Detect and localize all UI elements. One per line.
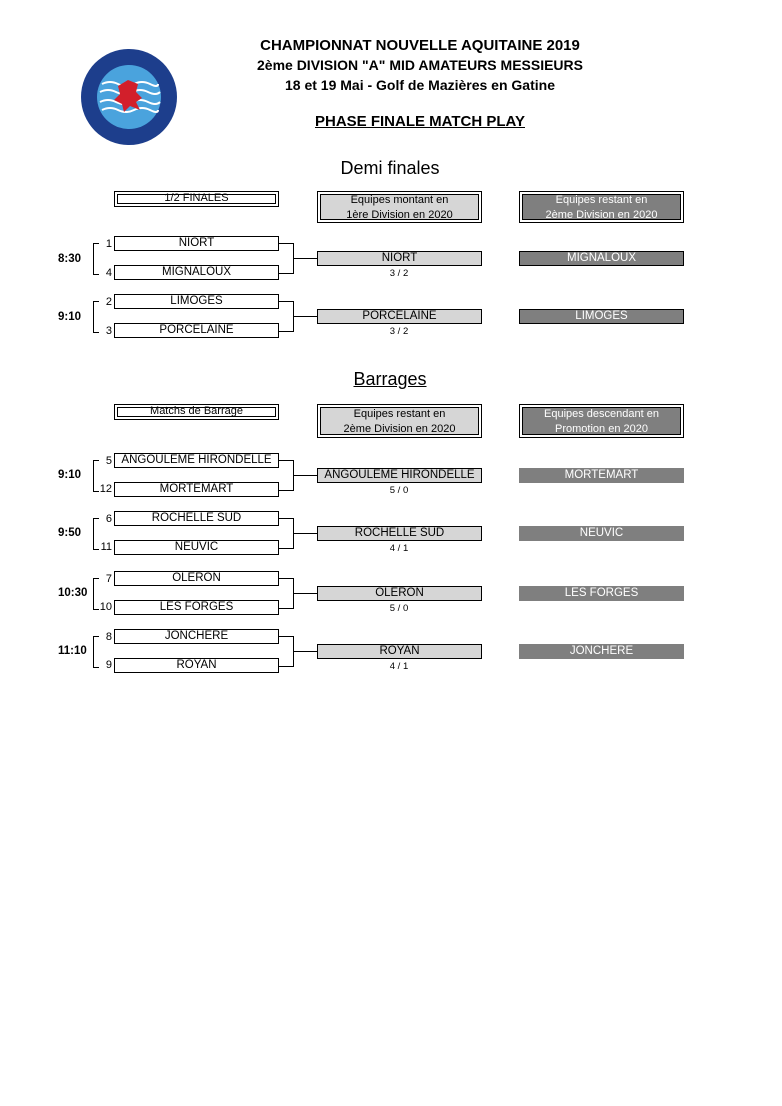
seed-number: 6	[105, 513, 112, 525]
match-connector	[279, 460, 294, 491]
match-time: 10:30	[58, 587, 88, 599]
connector-line	[293, 651, 317, 652]
seed-number: 4	[105, 267, 112, 279]
match-score: 4 / 1	[389, 661, 409, 672]
connector-line	[293, 475, 317, 476]
team-box: ROYAN	[114, 658, 279, 673]
team-box: PORCELAINE	[114, 323, 279, 338]
match-connector	[279, 518, 294, 549]
match-score: 3 / 2	[389, 268, 409, 279]
loser-box: LES FORGES	[519, 586, 684, 601]
seed-number: 9	[105, 659, 112, 671]
demi-title: Demi finales	[340, 158, 440, 178]
match-connector	[279, 636, 294, 667]
team-box: JONCHERE	[114, 629, 279, 644]
lion-icon	[114, 80, 142, 112]
winner-box: PORCELAINE	[317, 309, 482, 324]
barrages-title: Barrages	[353, 369, 427, 389]
seed-number: 12	[99, 483, 112, 495]
loser-box: MIGNALOUX	[519, 251, 684, 266]
seed-number: 5	[105, 455, 112, 467]
date-venue: 18 et 19 Mai - Golf de Mazières en Gatin…	[285, 77, 555, 93]
match-score: 4 / 1	[389, 543, 409, 554]
division-subtitle: 2ème DIVISION "A" MID AMATEURS MESSIEURS	[257, 57, 583, 73]
seed-number: 11	[100, 541, 112, 553]
winner-box: OLERON	[317, 586, 482, 601]
match-bracket	[93, 636, 99, 668]
winner-box: NIORT	[317, 251, 482, 266]
connector-line	[293, 316, 317, 317]
match-bracket	[93, 243, 99, 275]
championship-title: CHAMPIONNAT NOUVELLE AQUITAINE 2019	[260, 37, 580, 54]
team-box: MORTEMART	[114, 482, 279, 497]
seed-number: 8	[105, 631, 112, 643]
league-logo	[80, 48, 178, 146]
connector-line	[293, 533, 317, 534]
team-box: MIGNALOUX	[114, 265, 279, 280]
match-time: 9:10	[58, 311, 82, 323]
match-connector	[279, 301, 294, 332]
match-bracket	[93, 518, 99, 550]
winner-box: ANGOULEME HIRONDELLE	[317, 468, 482, 483]
team-box: ROCHELLE SUD	[114, 511, 279, 526]
match-time: 9:50	[58, 527, 82, 539]
match-time: 8:30	[58, 253, 82, 265]
match-score: 5 / 0	[389, 485, 409, 496]
seed-number: 3	[105, 325, 112, 337]
loser-box: NEUVIC	[519, 526, 684, 541]
match-score: 5 / 0	[389, 603, 409, 614]
match-time: 9:10	[58, 469, 82, 481]
connector-line	[293, 593, 317, 594]
loser-box: JONCHERE	[519, 644, 684, 659]
seed-number: 10	[99, 601, 112, 613]
match-score: 3 / 2	[389, 326, 409, 337]
team-box: OLERON	[114, 571, 279, 586]
phase-title: PHASE FINALE MATCH PLAY	[314, 113, 525, 130]
loser-box: LIMOGES	[519, 309, 684, 324]
team-box: LES FORGES	[114, 600, 279, 615]
team-box: NIORT	[114, 236, 279, 251]
team-box: NEUVIC	[114, 540, 279, 555]
winner-box: ROYAN	[317, 644, 482, 659]
match-bracket	[93, 578, 99, 610]
loser-box: MORTEMART	[519, 468, 684, 483]
team-box: LIMOGES	[114, 294, 279, 309]
match-bracket	[93, 301, 99, 333]
seed-number: 7	[105, 573, 112, 585]
match-connector	[279, 243, 294, 274]
team-box: ANGOULEME HIRONDELLE	[114, 453, 279, 468]
barrages-col-left-header: Matchs de Barrage	[114, 404, 279, 420]
match-bracket	[93, 460, 99, 492]
match-time: 11:10	[58, 645, 87, 657]
demi-col-left-header: 1/2 FINALES	[114, 191, 279, 207]
seed-number: 1	[105, 238, 112, 250]
match-connector	[279, 578, 294, 609]
seed-number: 2	[105, 296, 112, 308]
connector-line	[293, 258, 317, 259]
winner-box: ROCHELLE SUD	[317, 526, 482, 541]
